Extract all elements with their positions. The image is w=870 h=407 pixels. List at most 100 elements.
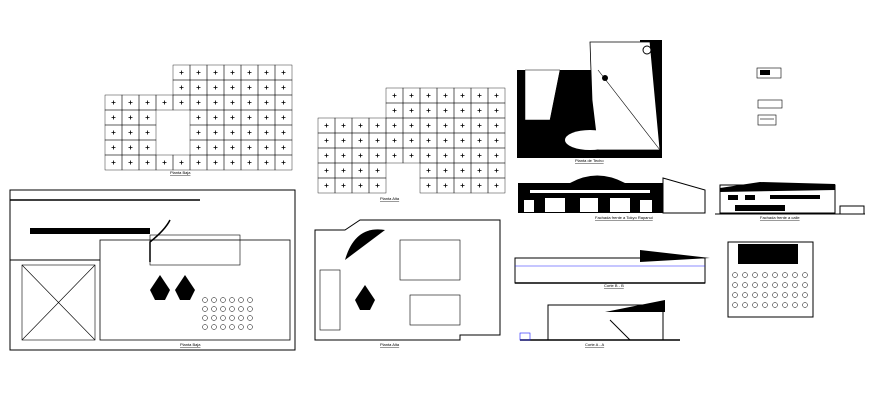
table bbox=[802, 272, 808, 278]
column-mark bbox=[324, 168, 329, 173]
column-mark bbox=[494, 138, 499, 143]
table bbox=[772, 292, 778, 298]
table bbox=[220, 324, 226, 330]
column-mark bbox=[375, 123, 380, 128]
column-mark bbox=[213, 70, 218, 75]
column-mark bbox=[230, 70, 235, 75]
section-a-label: Corte A - A bbox=[585, 342, 604, 347]
upper-floor-plan-label: Planta Alta bbox=[380, 342, 400, 347]
column-mark bbox=[409, 108, 414, 113]
column-mark bbox=[324, 138, 329, 143]
side-elevation-label: Fachada frente a calle bbox=[760, 215, 800, 220]
column-mark bbox=[460, 153, 465, 158]
table bbox=[202, 315, 208, 321]
column-mark bbox=[324, 153, 329, 158]
table bbox=[211, 297, 217, 303]
column-mark bbox=[281, 145, 286, 150]
column-mark bbox=[281, 115, 286, 120]
table bbox=[229, 315, 235, 321]
column-mark bbox=[162, 160, 167, 165]
column-mark bbox=[409, 153, 414, 158]
column-mark bbox=[324, 123, 329, 128]
column-mark bbox=[477, 108, 482, 113]
column-mark bbox=[264, 145, 269, 150]
column-mark bbox=[213, 100, 218, 105]
table bbox=[772, 302, 778, 308]
table bbox=[211, 324, 217, 330]
column-mark bbox=[145, 160, 150, 165]
table bbox=[247, 306, 253, 312]
column-mark bbox=[460, 183, 465, 188]
column-mark bbox=[196, 130, 201, 135]
column-mark bbox=[392, 138, 397, 143]
column-mark bbox=[443, 183, 448, 188]
section-b-label: Corte B - B bbox=[604, 283, 624, 288]
column-mark bbox=[281, 100, 286, 105]
table bbox=[792, 282, 798, 288]
column-mark bbox=[213, 115, 218, 120]
column-mark bbox=[392, 153, 397, 158]
column-mark bbox=[179, 85, 184, 90]
column-mark bbox=[145, 130, 150, 135]
column-mark bbox=[426, 108, 431, 113]
grid-bay bbox=[368, 177, 387, 194]
column-mark bbox=[460, 123, 465, 128]
column-mark bbox=[264, 85, 269, 90]
section-a-a bbox=[519, 300, 680, 341]
table bbox=[238, 306, 244, 312]
column-mark bbox=[230, 115, 235, 120]
column-mark bbox=[426, 123, 431, 128]
grid-bay bbox=[274, 154, 293, 171]
column-mark bbox=[358, 183, 363, 188]
column-mark bbox=[128, 100, 133, 105]
column-mark bbox=[179, 100, 184, 105]
column-mark bbox=[264, 160, 269, 165]
column-mark bbox=[477, 168, 482, 173]
column-mark bbox=[426, 153, 431, 158]
column-mark bbox=[196, 100, 201, 105]
column-mark bbox=[264, 130, 269, 135]
ground-floor-structural-grid bbox=[104, 64, 293, 171]
column-mark bbox=[230, 145, 235, 150]
column-mark bbox=[247, 115, 252, 120]
column-mark bbox=[494, 108, 499, 113]
column-mark bbox=[426, 138, 431, 143]
column-mark bbox=[128, 130, 133, 135]
table bbox=[732, 272, 738, 278]
table bbox=[772, 272, 778, 278]
table bbox=[229, 297, 235, 303]
table bbox=[792, 272, 798, 278]
column-mark bbox=[341, 123, 346, 128]
table bbox=[238, 315, 244, 321]
table bbox=[752, 272, 758, 278]
column-mark bbox=[247, 145, 252, 150]
roof-plan-label: Planta de Techo bbox=[575, 158, 604, 163]
table bbox=[752, 302, 758, 308]
table bbox=[742, 282, 748, 288]
column-mark bbox=[341, 153, 346, 158]
column-mark bbox=[111, 145, 116, 150]
column-mark bbox=[196, 160, 201, 165]
table bbox=[220, 306, 226, 312]
table bbox=[247, 297, 253, 303]
column-mark bbox=[409, 93, 414, 98]
column-mark bbox=[162, 100, 167, 105]
column-mark bbox=[230, 85, 235, 90]
column-mark bbox=[145, 115, 150, 120]
table bbox=[202, 324, 208, 330]
table bbox=[802, 292, 808, 298]
table bbox=[762, 292, 768, 298]
column-mark bbox=[426, 168, 431, 173]
front-elevation bbox=[518, 175, 706, 214]
column-mark bbox=[358, 123, 363, 128]
column-mark bbox=[179, 160, 184, 165]
column-mark bbox=[443, 153, 448, 158]
table bbox=[792, 302, 798, 308]
column-mark bbox=[494, 93, 499, 98]
table bbox=[762, 282, 768, 288]
column-mark bbox=[443, 108, 448, 113]
column-mark bbox=[341, 183, 346, 188]
column-mark bbox=[375, 168, 380, 173]
column-mark bbox=[145, 100, 150, 105]
table bbox=[802, 282, 808, 288]
